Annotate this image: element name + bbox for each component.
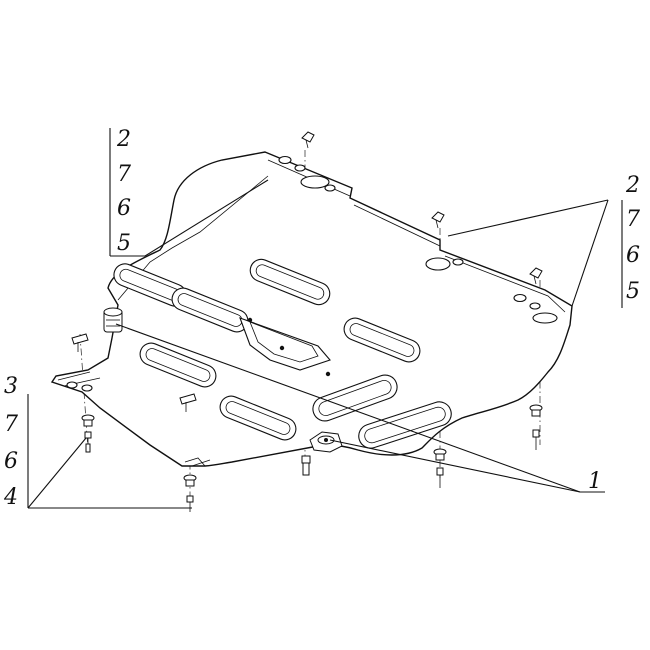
callout-label: 5 [117, 231, 131, 256]
bolt [183, 474, 197, 512]
bolt [433, 448, 447, 488]
bolt [529, 404, 543, 450]
stiffening-slots [113, 258, 452, 449]
bolt [81, 414, 95, 453]
callouts-right-top: 2 7 6 5 [625, 173, 640, 304]
bracket-tab [431, 211, 445, 229]
callout-label: 4 [3, 485, 18, 510]
bracket-tab [301, 131, 315, 149]
callout-label: 6 [117, 196, 131, 221]
callouts-left-top: 2 7 6 5 [116, 127, 131, 256]
bracket-tab [71, 333, 89, 352]
callout-label: 6 [4, 449, 18, 474]
bracket-tab [179, 393, 197, 412]
leader-lines [27, 128, 623, 509]
callout-label: 5 [626, 279, 640, 304]
skid-plate [50, 151, 573, 467]
bolt [301, 455, 311, 476]
callout-label: 2 [116, 127, 131, 152]
mounting-hardware [71, 131, 543, 512]
bracket-tab [529, 267, 543, 285]
callout-label: 7 [626, 207, 640, 232]
center-bushing [309, 431, 343, 453]
rubber-bushing [103, 307, 123, 333]
callout-label: 6 [626, 243, 640, 268]
callout-label: 7 [117, 162, 131, 187]
callout-label: 7 [4, 412, 18, 437]
callouts-left-bottom: 3 7 6 4 [3, 374, 18, 510]
callout-label-1: 1 [588, 469, 602, 494]
callout-label: 2 [625, 173, 640, 198]
callout-label: 3 [4, 374, 18, 399]
